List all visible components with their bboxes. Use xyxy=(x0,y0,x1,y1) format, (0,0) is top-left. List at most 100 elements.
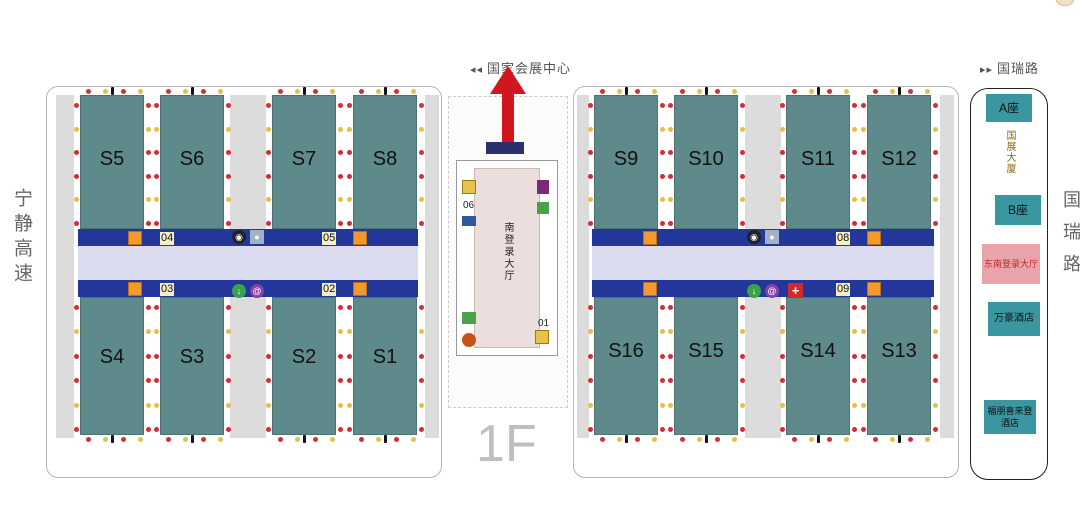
door-02[interactable]: 02 xyxy=(322,283,337,296)
hall-s8[interactable]: S8 xyxy=(353,95,417,229)
building-b[interactable]: B座 xyxy=(995,195,1041,225)
hall-label: S4 xyxy=(99,346,125,368)
boundary-dot xyxy=(780,103,785,108)
east-south-lobby[interactable]: 东南登录大厅 xyxy=(982,244,1040,284)
boundary-dot xyxy=(933,173,938,179)
boundary-dot xyxy=(933,427,938,432)
boundary-dot xyxy=(668,173,673,179)
boundary-dot xyxy=(359,437,364,442)
boundary-dot xyxy=(347,197,352,203)
hall-s14[interactable]: S14 xyxy=(786,297,850,435)
boundary-dot xyxy=(780,305,785,310)
boundary-dot xyxy=(852,221,857,226)
boundary-dot xyxy=(668,427,673,432)
boundary-dot xyxy=(120,437,126,442)
boundary-dot xyxy=(668,378,673,384)
door-01[interactable]: 01 xyxy=(538,318,550,329)
door-05[interactable]: 05 xyxy=(322,232,337,245)
door-06[interactable]: 06 xyxy=(463,200,475,211)
tower-label: 国展大厦 xyxy=(1004,130,1015,174)
boundary-dot xyxy=(183,437,189,442)
boundary-dot xyxy=(780,378,785,384)
boundary-dot xyxy=(652,437,657,442)
entrance-marker xyxy=(867,282,881,296)
boundary-dot xyxy=(86,89,91,94)
boundary-dot xyxy=(732,437,737,442)
boundary-dot xyxy=(74,378,79,384)
hall-s3[interactable]: S3 xyxy=(160,297,224,435)
boundary-dot xyxy=(330,89,335,94)
entrance-arrow-icon xyxy=(486,66,526,154)
boundary-dot xyxy=(740,329,745,335)
boundary-dot xyxy=(74,402,79,408)
boundary-dot xyxy=(852,126,857,132)
hall-s12[interactable]: S12 xyxy=(867,95,931,229)
restroom-icon xyxy=(898,435,901,443)
boundary-dot xyxy=(312,89,318,94)
hall-s16[interactable]: S16 xyxy=(594,297,658,435)
hotel-marriott[interactable]: 万豪酒店 xyxy=(988,302,1040,336)
entrance-marker xyxy=(128,231,142,245)
boundary-dot xyxy=(714,437,720,442)
person-service-icon: ● xyxy=(765,230,779,244)
boundary-dot xyxy=(634,437,640,442)
hall-s11[interactable]: S11 xyxy=(786,95,850,229)
chevrons-right-icon: ▸▸ xyxy=(980,64,994,76)
boundary-dot xyxy=(338,329,343,335)
boundary-dot xyxy=(861,353,866,359)
boundary-dot xyxy=(266,221,271,226)
boundary-dot xyxy=(780,150,785,156)
hall-s10[interactable]: S10 xyxy=(674,95,738,229)
hotel-fourpoints[interactable]: 福朋喜来登酒店 xyxy=(984,400,1036,434)
door-08[interactable]: 08 xyxy=(836,232,851,245)
boundary-dot xyxy=(861,329,866,335)
boundary-dot xyxy=(74,353,79,359)
boundary-dot xyxy=(660,305,665,310)
boundary-dot xyxy=(347,329,352,335)
hall-s6[interactable]: S6 xyxy=(160,95,224,229)
entrance-marker xyxy=(353,282,367,296)
boundary-dot xyxy=(376,437,382,442)
door-09[interactable]: 09 xyxy=(836,283,851,296)
boundary-dot xyxy=(74,329,79,335)
boundary-dot xyxy=(617,89,623,94)
hall-s4[interactable]: S4 xyxy=(80,297,144,435)
entrance-marker xyxy=(128,282,142,296)
boundary-dot xyxy=(86,437,91,442)
restroom-icon xyxy=(191,435,194,443)
boundary-dot xyxy=(780,221,785,226)
door-03[interactable]: 03 xyxy=(160,283,175,296)
boundary-dot xyxy=(103,437,109,442)
boundary-dot xyxy=(861,103,866,108)
restroom-icon xyxy=(817,87,820,95)
top-label-right-text: 国瑞路 xyxy=(997,61,1040,76)
hall-s7[interactable]: S7 xyxy=(272,95,336,229)
boundary-dot xyxy=(660,329,665,335)
boundary-dot xyxy=(200,89,206,94)
boundary-dot xyxy=(338,197,343,203)
south-lobby[interactable] xyxy=(474,168,540,348)
boundary-dot xyxy=(347,353,352,359)
boundary-dot xyxy=(419,378,424,384)
restroom-icon xyxy=(303,435,306,443)
boundary-dot xyxy=(588,378,593,384)
hall-s2[interactable]: S2 xyxy=(272,297,336,435)
boundary-dot xyxy=(588,402,593,408)
boundary-dot xyxy=(226,305,231,310)
boundary-dot xyxy=(146,103,151,108)
boundary-dot xyxy=(266,353,271,359)
boundary-dot xyxy=(266,103,271,108)
boundary-dot xyxy=(933,197,938,203)
door-04[interactable]: 04 xyxy=(160,232,175,245)
hall-s9[interactable]: S9 xyxy=(594,95,658,229)
building-a[interactable]: A座 xyxy=(986,94,1032,122)
hall-s1[interactable]: S1 xyxy=(353,297,417,435)
hall-s13[interactable]: S13 xyxy=(867,297,931,435)
boundary-dot xyxy=(668,150,673,156)
boundary-dot xyxy=(780,427,785,432)
hall-s5[interactable]: S5 xyxy=(80,95,144,229)
hall-s15[interactable]: S15 xyxy=(674,297,738,435)
green-service-icon: ↓ xyxy=(232,284,246,298)
boundary-dot xyxy=(660,103,665,108)
chevrons-left-icon: ◂◂ xyxy=(470,64,484,76)
